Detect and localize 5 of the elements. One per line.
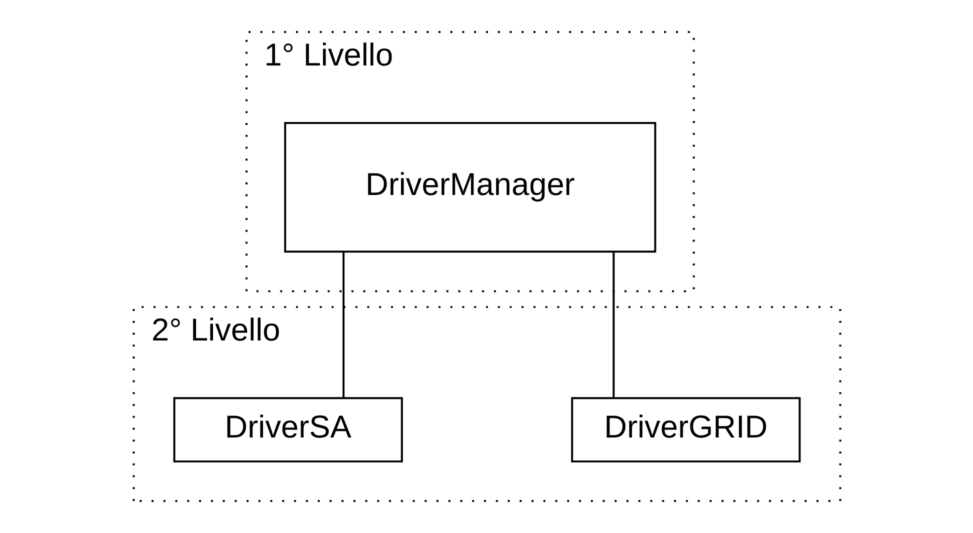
node-box: DriverSA bbox=[172, 397, 402, 462]
node-box: DriverGRID bbox=[570, 397, 800, 462]
connector bbox=[612, 252, 614, 398]
connector bbox=[342, 252, 344, 398]
node-box: DriverManager bbox=[284, 122, 656, 253]
